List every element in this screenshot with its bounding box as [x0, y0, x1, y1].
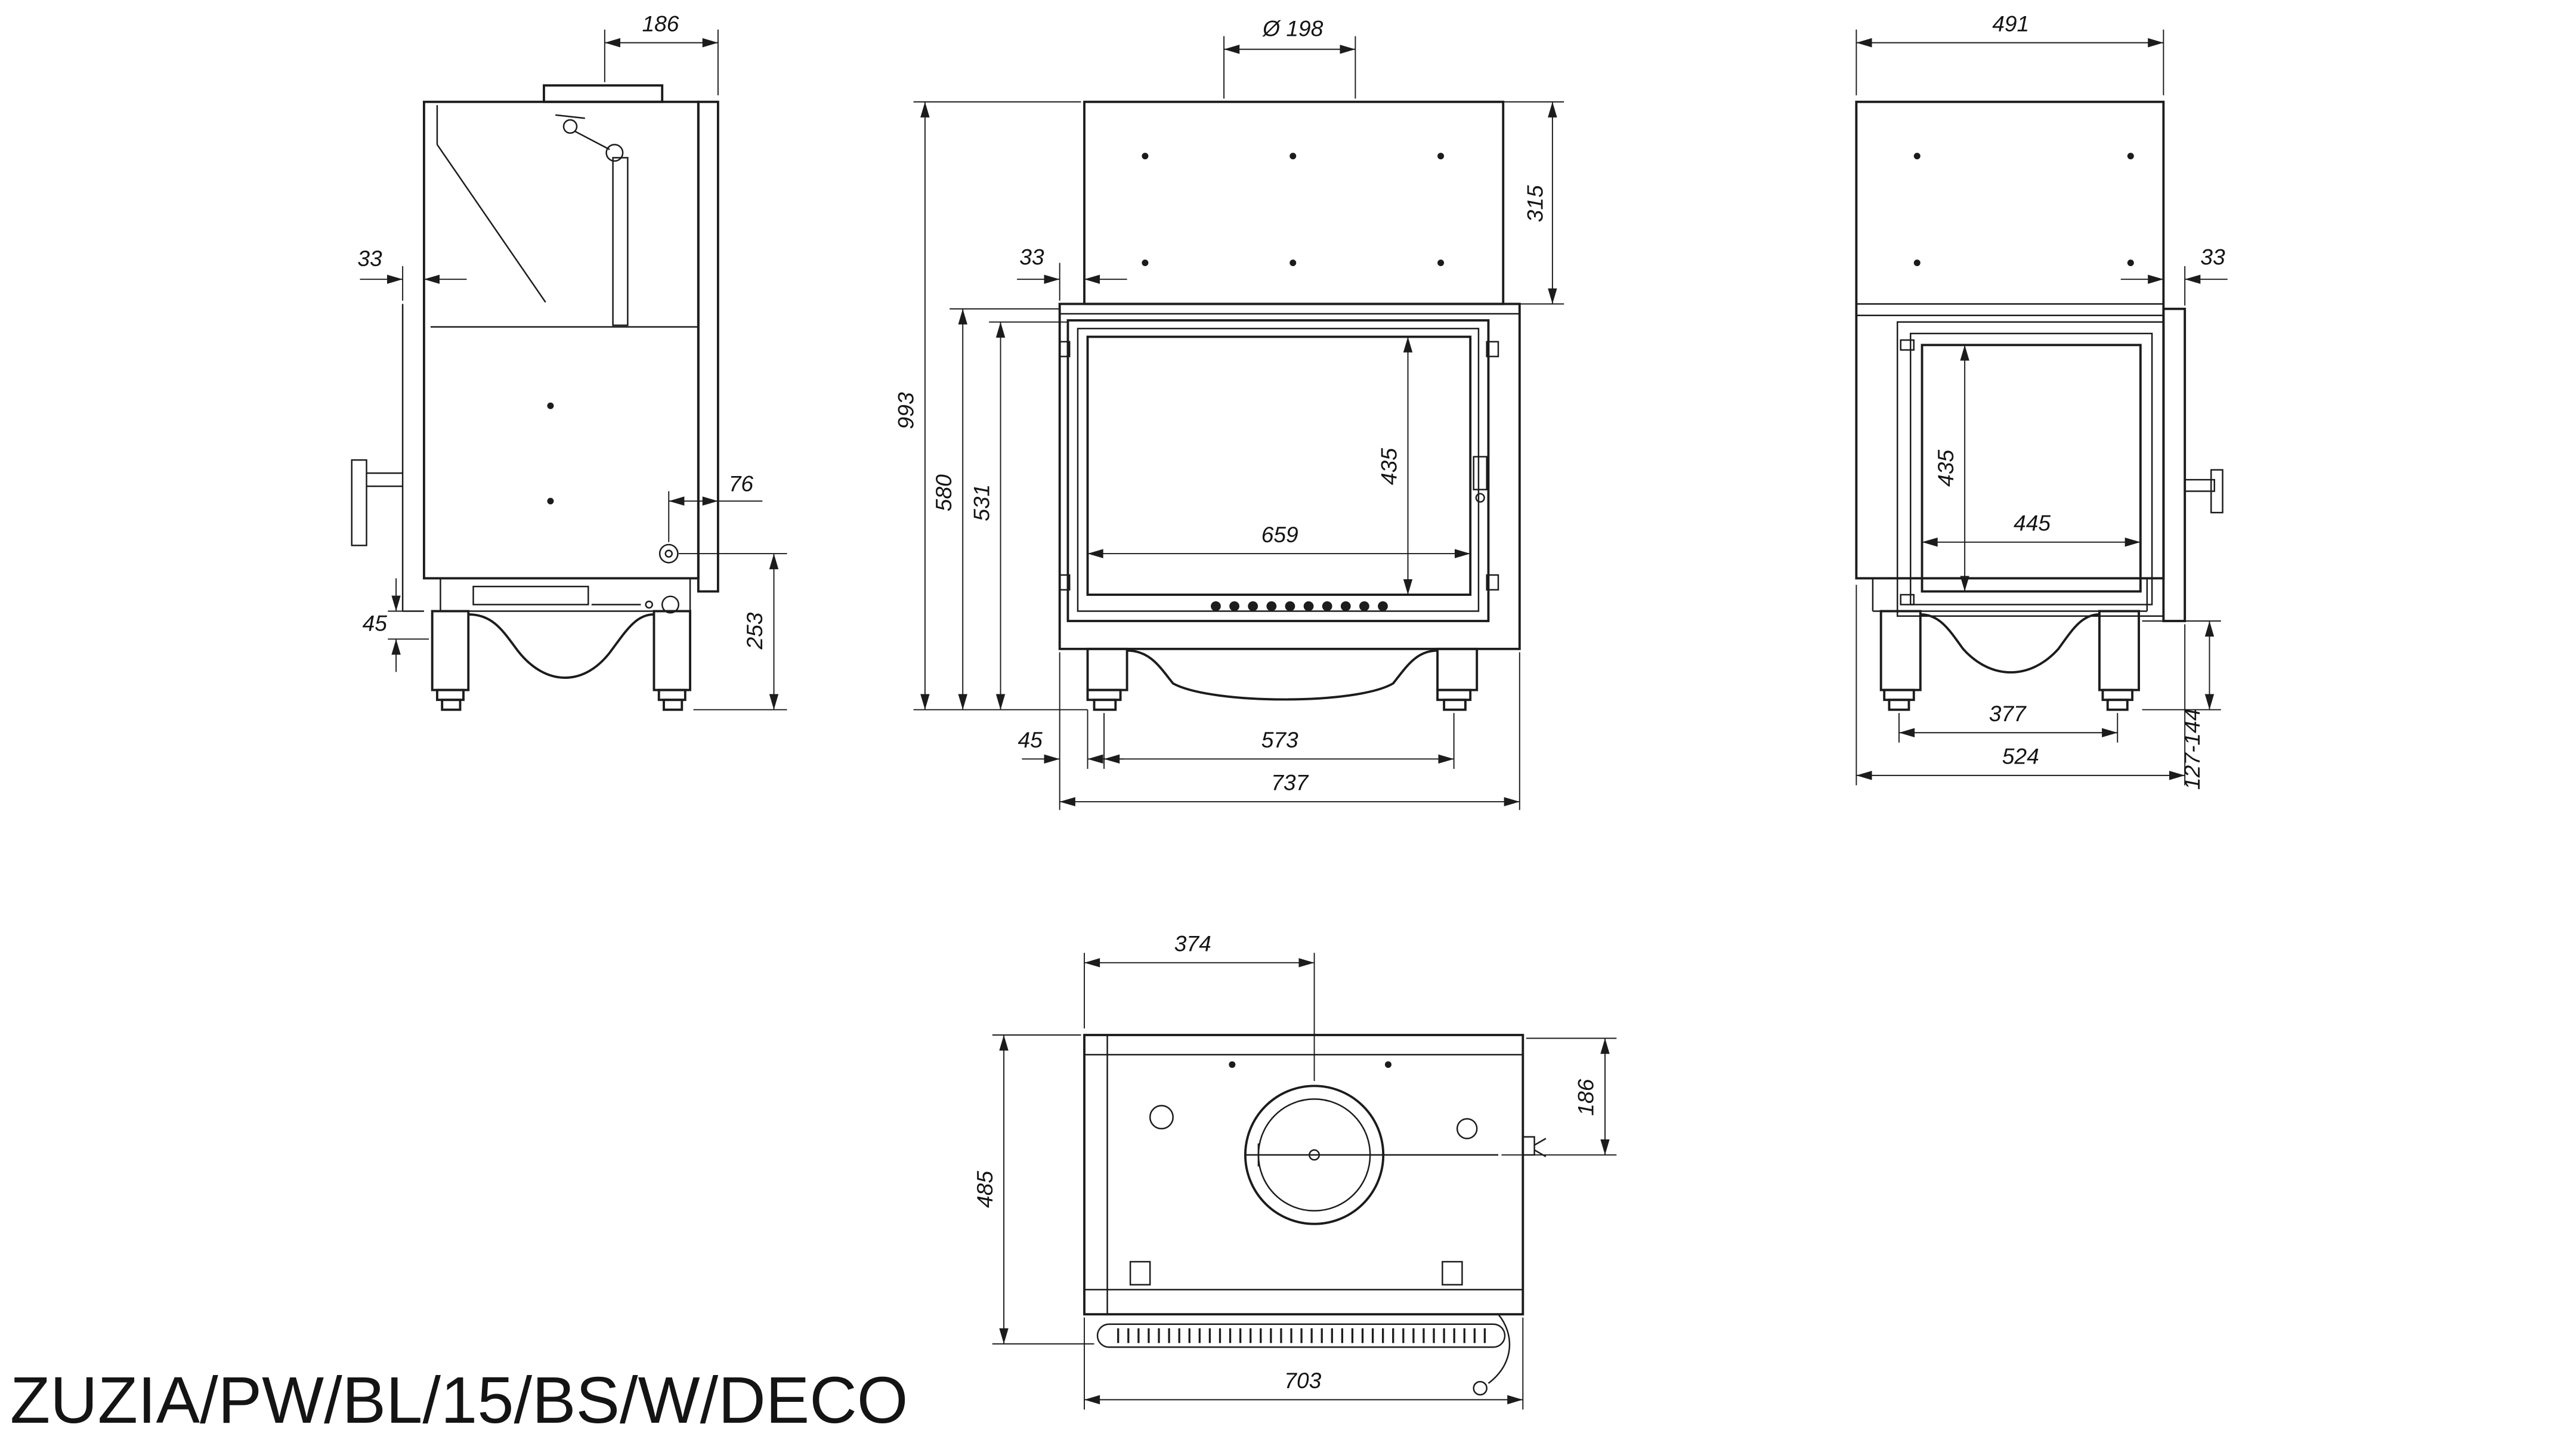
- door-swing-arc: [1488, 1314, 1511, 1384]
- dim-label: 993: [893, 392, 919, 429]
- dim-label: 76: [729, 471, 754, 496]
- front-view: Ø 198 315 33 993 580 531: [893, 16, 1564, 810]
- dim-label: 531: [969, 484, 994, 521]
- dim-right-frame-offset: 33: [2120, 244, 2228, 306]
- top-view-body: [1083, 1034, 1547, 1396]
- right-view-body: [1855, 100, 2224, 711]
- dim-label: 485: [972, 1171, 997, 1208]
- door-glass: [1086, 335, 1472, 596]
- dim-left-top-depth: 186: [604, 11, 719, 95]
- dim-right-glass-height: 435: [1933, 345, 1969, 592]
- dim-front-flue-diameter: Ø 198: [1223, 16, 1356, 99]
- dim-front-total-height: 993: [893, 101, 1088, 710]
- dim-label: 33: [2200, 244, 2225, 269]
- door-handle: [2184, 478, 2215, 492]
- dim-left-outlet-height: 253: [678, 553, 787, 710]
- dim-label: 186: [642, 11, 679, 36]
- water-outlet: [658, 543, 679, 564]
- dim-front-door-height: 531: [969, 321, 1068, 710]
- dim-top-rod-offset: 186: [1501, 1037, 1617, 1156]
- dim-label: 374: [1174, 931, 1211, 956]
- dim-right-leg-spacing: 377: [1898, 701, 2119, 743]
- dim-right-foot-height: 127-144: [2142, 620, 2221, 790]
- dim-label: 33: [1019, 244, 1044, 269]
- front-view-body: [1058, 100, 1521, 711]
- dim-label: 186: [1573, 1079, 1598, 1116]
- dim-left-outlet-offset: 76: [668, 471, 763, 542]
- dim-top-width: 703: [1084, 1317, 1524, 1410]
- dim-front-glass-width: 659: [1087, 522, 1471, 558]
- dim-right-glass-width: 445: [1922, 511, 2141, 547]
- dim-top-flue-center: 374: [1084, 931, 1315, 1082]
- dim-front-leg-inset: 45: [1018, 709, 1124, 769]
- dim-right-base-depth: 524: [1856, 585, 2186, 786]
- dim-front-body-height: 580: [931, 308, 1060, 710]
- dim-top-depth: 485: [972, 1034, 1094, 1345]
- dim-label: 377: [1989, 701, 2027, 726]
- dim-left-base-height: 45: [363, 578, 429, 672]
- door-glass: [1921, 344, 2142, 593]
- dim-label: 573: [1261, 727, 1298, 752]
- dim-label: 737: [1271, 770, 1309, 795]
- dim-front-total-width: 737: [1059, 652, 1520, 810]
- valve-fitting: [1522, 1136, 1535, 1156]
- dim-label: 491: [1992, 11, 2029, 36]
- dim-label: 45: [363, 611, 388, 636]
- dim-left-wall-offset: 33: [357, 246, 467, 301]
- dim-label: 445: [2014, 511, 2051, 536]
- dim-label: 315: [1522, 185, 1547, 222]
- right-side-view: 491 33 435 445 377 524: [1855, 11, 2228, 790]
- left-side-view: 186 33 76 253 45: [351, 11, 787, 711]
- door-latch: [1473, 456, 1488, 490]
- dim-label: 659: [1261, 522, 1298, 547]
- dim-label: 580: [931, 474, 956, 511]
- front-grille: [1096, 1323, 1506, 1348]
- dim-label: 45: [1018, 727, 1043, 752]
- dim-label: 253: [742, 612, 767, 650]
- dim-front-leg-spacing: 573: [1103, 713, 1455, 769]
- dim-right-total-depth: 491: [1856, 11, 2164, 95]
- dim-front-shield-height: 315: [1503, 101, 1564, 305]
- dim-label: 435: [1933, 450, 1958, 487]
- dim-front-wall-offset: 33: [1017, 244, 1127, 301]
- dim-label: 524: [2002, 744, 2039, 769]
- dim-front-glass-height: 435: [1376, 336, 1413, 595]
- left-view-body: [351, 84, 719, 711]
- dim-label: 33: [357, 246, 382, 271]
- top-view: 374 186 485 703: [972, 931, 1617, 1410]
- model-title: ZUZIA/PW/BL/15/BS/W/DECO: [10, 1364, 908, 1437]
- dim-label: 703: [1284, 1368, 1321, 1393]
- dim-label: 127-144: [2179, 709, 2204, 790]
- dim-label: Ø 198: [1261, 16, 1323, 41]
- dim-label: 435: [1376, 448, 1401, 485]
